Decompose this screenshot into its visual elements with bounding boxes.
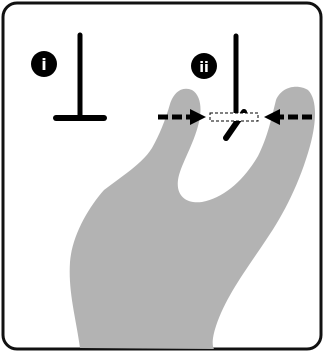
panel-ii-marker: ii	[191, 53, 217, 79]
panel-i-marker-label: i	[41, 55, 46, 74]
panel-ii-marker-label: ii	[199, 60, 209, 76]
panel-i-marker: i	[31, 51, 57, 77]
gap-indicator	[210, 113, 258, 121]
